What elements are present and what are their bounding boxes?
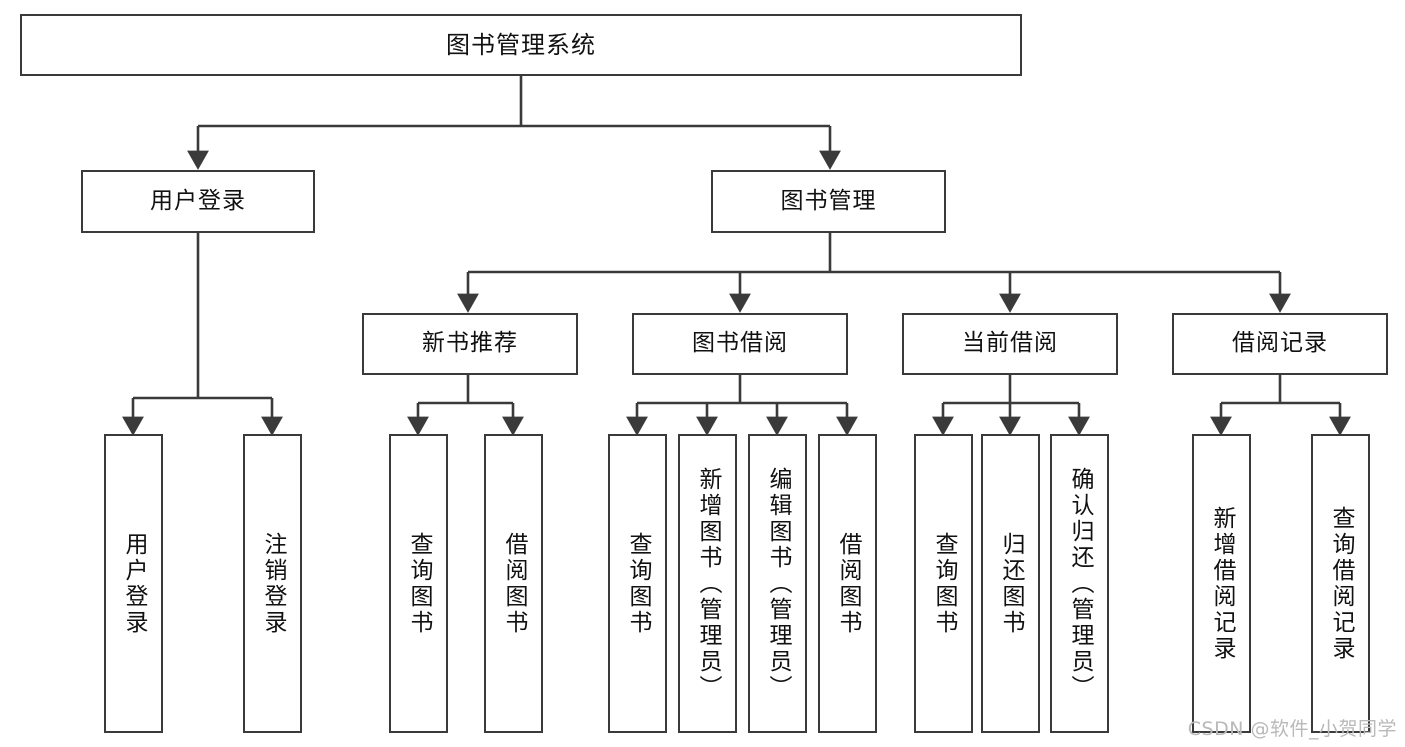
node-leaf-query-book-3[interactable]: 查询图书	[914, 434, 973, 733]
node-leaf-edit-book[interactable]: 编辑图书（管理员）	[748, 434, 807, 733]
node-leaf-add-record[interactable]: 新增借阅记录	[1192, 434, 1251, 733]
node-leaf-return-book[interactable]: 归还图书	[981, 434, 1040, 733]
node-leaf-add-book[interactable]: 新增图书（管理员）	[678, 434, 737, 733]
node-new-book-rec[interactable]: 新书推荐	[362, 313, 578, 375]
node-label: 图书管理	[780, 187, 877, 214]
node-leaf-user-login[interactable]: 用户登录	[104, 434, 163, 733]
node-label: 新书推荐	[422, 330, 518, 357]
node-label: 查询借阅记录	[1328, 505, 1354, 662]
node-label: 借阅图书	[835, 531, 861, 636]
node-leaf-borrow-book-1[interactable]: 借阅图书	[484, 434, 543, 733]
node-label: 图书借阅	[692, 330, 788, 357]
node-label: 新增借阅记录	[1209, 505, 1235, 662]
node-book-borrow[interactable]: 图书借阅	[632, 313, 848, 375]
node-label: 归还图书	[998, 531, 1024, 636]
node-leaf-query-book-1[interactable]: 查询图书	[389, 434, 448, 733]
node-label: 借阅图书	[501, 531, 527, 636]
node-label: 借阅记录	[1232, 330, 1328, 357]
watermark-text: CSDN @软件_小贺同学	[1187, 718, 1397, 740]
node-borrow-record[interactable]: 借阅记录	[1172, 313, 1388, 375]
node-root-system[interactable]: 图书管理系统	[20, 14, 1022, 76]
node-leaf-logout[interactable]: 注销登录	[243, 434, 302, 733]
node-label: 图书管理系统	[446, 30, 596, 59]
node-leaf-confirm-return[interactable]: 确认归还（管理员）	[1050, 434, 1109, 733]
node-label: 新增图书（管理员）	[695, 466, 721, 701]
node-leaf-borrow-book-2[interactable]: 借阅图书	[818, 434, 877, 733]
node-label: 当前借阅	[962, 330, 1058, 357]
node-label: 确认归还（管理员）	[1067, 466, 1093, 701]
node-label: 查询图书	[406, 531, 432, 636]
node-user-login[interactable]: 用户登录	[81, 170, 315, 233]
node-label: 查询图书	[625, 531, 651, 636]
node-label: 用户登录	[121, 531, 147, 636]
node-leaf-query-record[interactable]: 查询借阅记录	[1311, 434, 1370, 733]
node-leaf-query-book-2[interactable]: 查询图书	[608, 434, 667, 733]
node-label: 查询图书	[931, 531, 957, 636]
node-label: 注销登录	[260, 531, 286, 636]
node-label: 编辑图书（管理员）	[765, 466, 791, 701]
node-current-borrow[interactable]: 当前借阅	[902, 313, 1118, 375]
node-label: 用户登录	[150, 187, 246, 214]
node-book-manage[interactable]: 图书管理	[711, 170, 946, 233]
